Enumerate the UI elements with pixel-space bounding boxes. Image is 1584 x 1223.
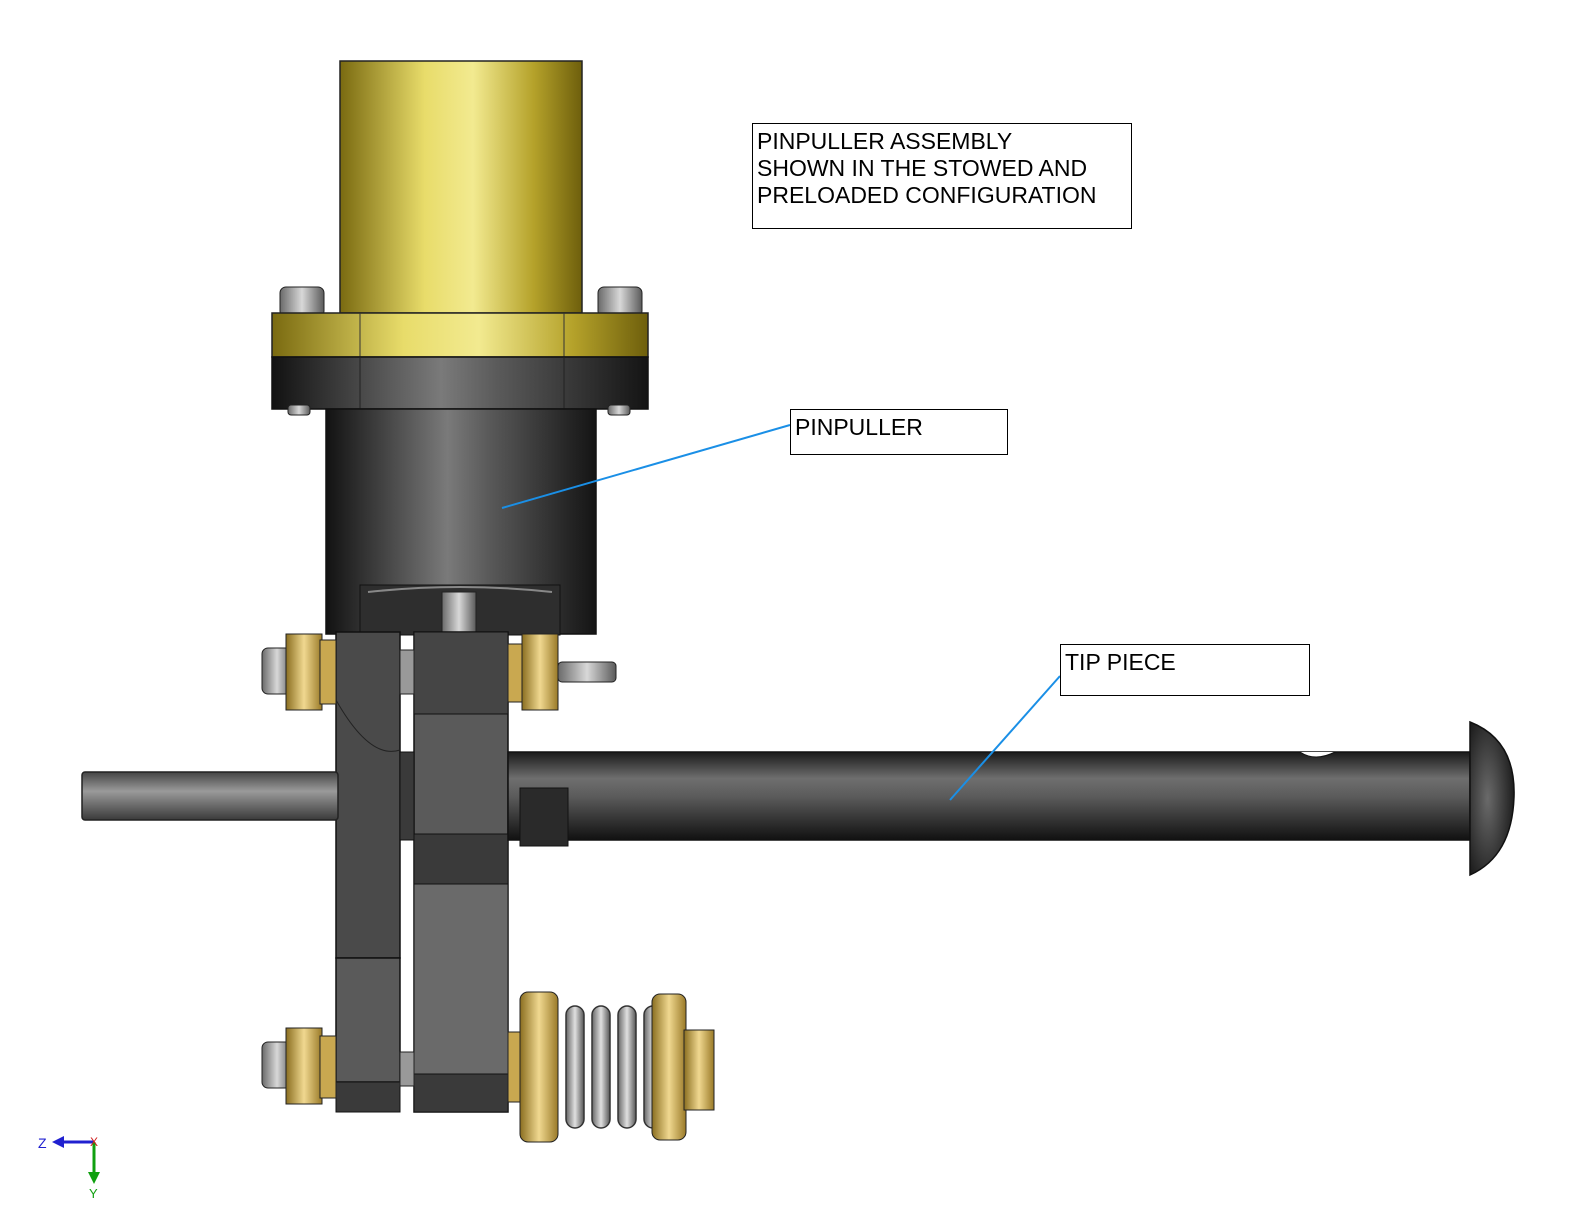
pinpuller-flange-brass	[271, 312, 649, 358]
pinpuller-plunger	[441, 591, 477, 637]
upper-left-nut	[285, 633, 323, 711]
note-line-3: PRELOADED CONFIGURATION	[757, 182, 1097, 208]
lower-pin-spring	[261, 991, 715, 1143]
lower-left-nut	[285, 1027, 323, 1105]
left-shaft	[81, 771, 339, 821]
spring-nut	[683, 1029, 715, 1111]
compression-spring	[565, 1005, 663, 1129]
pinpuller-label: PINPULLER	[795, 414, 923, 440]
tip-piece-leader	[949, 675, 1061, 801]
axis-x-label: X	[90, 1135, 98, 1149]
spring-washer-left	[519, 991, 559, 1143]
upper-right-nut	[521, 633, 559, 711]
pinpuller-brass-cylinder	[339, 60, 583, 314]
link-brackets	[335, 631, 509, 1113]
pinpuller-callout: PINPULLER	[790, 409, 1008, 455]
tip-piece	[81, 720, 1515, 877]
note-line-2: SHOWN IN THE STOWED AND	[757, 155, 1088, 181]
axis-y-label: Y	[89, 1186, 98, 1201]
pinpuller-flange-dark	[271, 356, 649, 410]
axis-triad: Z X Y	[38, 1135, 100, 1201]
spring-washer-right	[651, 993, 687, 1141]
axis-z-label: Z	[38, 1135, 47, 1151]
pinpuller-leader	[501, 424, 791, 509]
tip-piece-label: TIP PIECE	[1065, 649, 1176, 675]
upper-pin	[261, 633, 617, 711]
tip-piece-head	[1469, 720, 1515, 877]
pinpuller	[271, 60, 649, 637]
note-line-1: PINPULLER ASSEMBLY	[757, 128, 1013, 154]
configuration-note: PINPULLER ASSEMBLY SHOWN IN THE STOWED A…	[752, 123, 1132, 229]
tip-piece-callout: TIP PIECE	[1060, 644, 1310, 696]
